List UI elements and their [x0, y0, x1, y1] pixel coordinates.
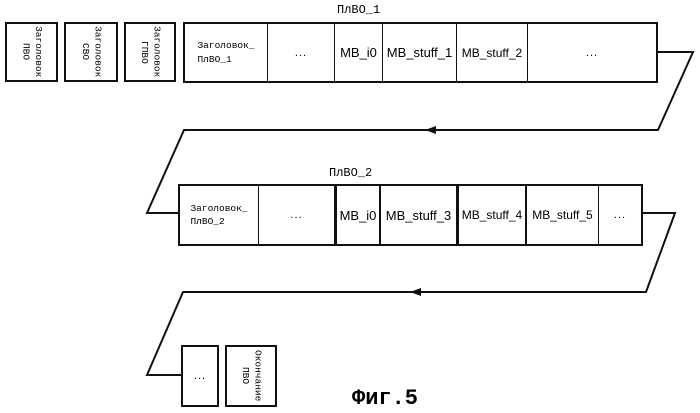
arrow-left-icon — [410, 288, 421, 296]
end-pvo-line1: Окончание — [252, 350, 264, 402]
plvo2-header-cell: Заголовок_ ПлВО_2 — [180, 186, 259, 244]
plvo2-label: ПлВО_2 — [329, 166, 373, 180]
plvo1-label: ПлВО_1 — [337, 3, 381, 17]
header-pvo-line2: ПВО — [20, 43, 32, 61]
header-gpvo-line1: Заголовок — [151, 26, 163, 78]
figure-caption: Фиг.5 — [352, 386, 419, 411]
header-svo-line1: Заголовок — [92, 26, 104, 78]
arrow-left-icon — [425, 126, 436, 134]
plvo2-trailing-dots-cell: ... — [613, 209, 627, 221]
plvo2-mb-stuff-3-cell: MB_stuff_3 — [381, 186, 457, 244]
plvo2-mb-i0-cell: MB_i0 — [335, 186, 381, 244]
plvo1-dots-cell: ... — [268, 24, 335, 81]
plvo1-strip: Заголовок_ ПлВО_1 ... MB_i0 MB_stuff_1 M… — [183, 22, 658, 83]
plvo1-header-cell: Заголовок_ ПлВО_1 — [185, 24, 268, 81]
header-pvo-line1: Заголовок — [32, 26, 44, 78]
plvo1-mb-stuff-1-cell: MB_stuff_1 — [383, 24, 457, 81]
header-gpvo-box: Заголовок ГПВО — [124, 22, 176, 82]
plvo1-mb-stuff-2-cell: MB_stuff_2 — [457, 24, 528, 81]
plvo1-trailing-dots-cell: ... — [585, 46, 599, 59]
end-pvo-line2: ПВО — [240, 367, 251, 385]
header-pvo-box: Заголовок ПВО — [5, 22, 58, 82]
plvo2-dots-cell: ... — [259, 186, 335, 244]
connector-row1-to-row2 — [145, 51, 695, 214]
plvo2-mb-stuff-5-cell: MB_stuff_5 — [527, 186, 599, 244]
final-dots-box: ... — [181, 345, 219, 407]
plvo2-strip: Заголовок_ ПлВО_2 ... MB_i0 MB_stuff_3 M… — [178, 184, 643, 246]
header-svo-box: Заголовок СВО — [64, 22, 118, 82]
header-gpvo-line2: ГПВО — [139, 40, 150, 64]
header-svo-line2: СВО — [80, 43, 91, 61]
plvo2-mb-stuff-4-cell: MB_stuff_4 — [457, 186, 527, 244]
plvo1-mb-i0-cell: MB_i0 — [335, 24, 383, 81]
end-pvo-box: Окончание ПВО — [225, 345, 277, 407]
